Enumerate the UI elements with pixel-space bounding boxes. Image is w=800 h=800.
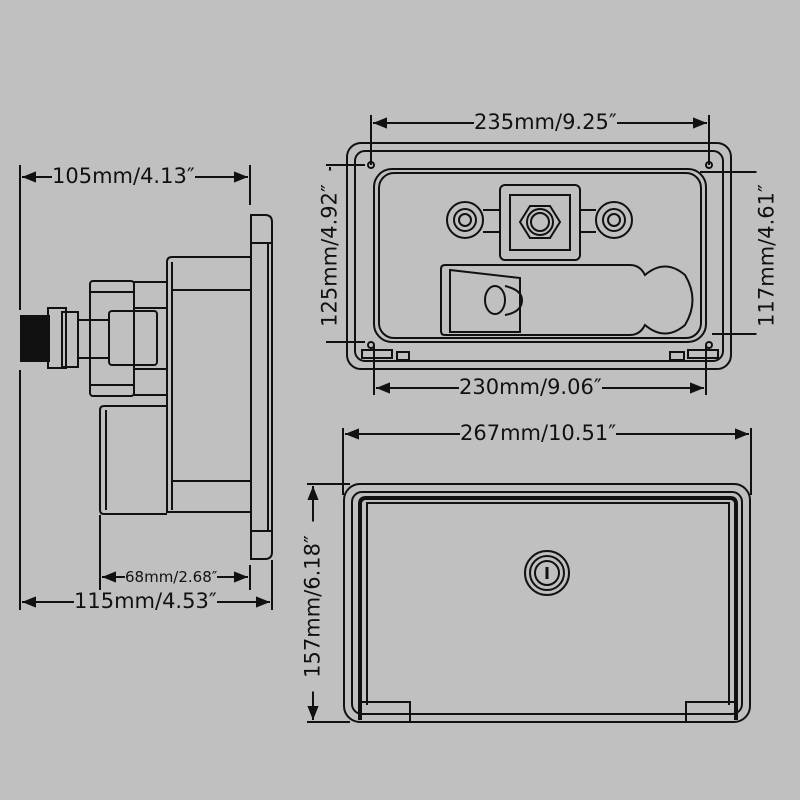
total-depth-label: 115mm/4.53″ — [74, 589, 217, 613]
body-depth-label: 68mm/2.68″ — [125, 568, 218, 586]
front-width-label: 267mm/10.51″ — [460, 421, 617, 445]
right-height-label: 117mm/4.61″ — [755, 170, 779, 341]
body-width-label: 230mm/9.06″ — [459, 375, 602, 399]
threaded-nipple — [20, 315, 50, 362]
front-height-label: 157mm/6.18″ — [301, 521, 325, 692]
side-view-drawing — [19, 165, 273, 610]
rear-view-drawing — [324, 115, 775, 395]
flange-width-label: 235mm/9.25″ — [474, 110, 617, 134]
left-height-label: 125mm/4.92″ — [318, 170, 342, 341]
depth-front-label: 105mm/4.13″ — [52, 164, 195, 188]
front-view-drawing — [307, 428, 752, 723]
